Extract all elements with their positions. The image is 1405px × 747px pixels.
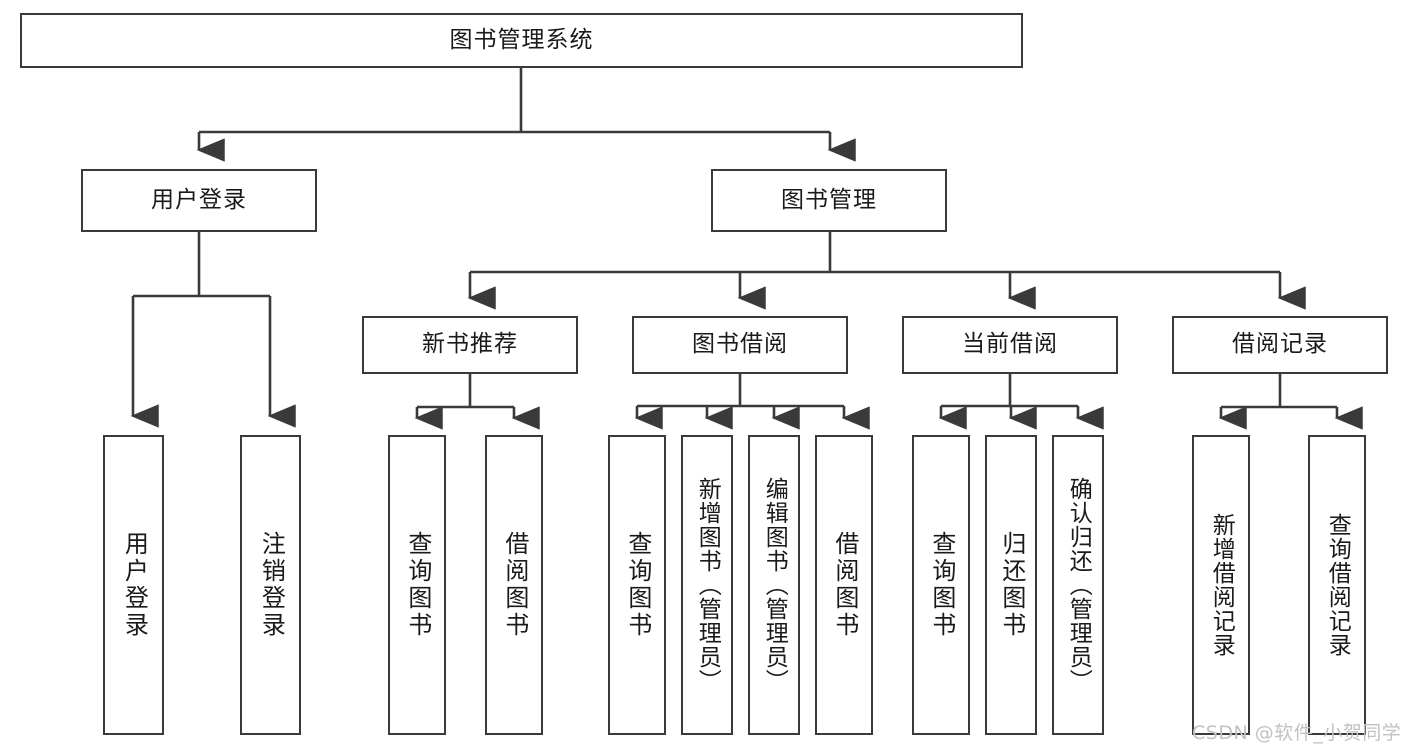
node-borrow-record-label: 借阅记录 xyxy=(1232,331,1328,358)
node-book-borrow-label: 图书借阅 xyxy=(692,331,788,358)
node-leaf-query-book-1-label: 查询图书 xyxy=(403,531,432,639)
node-new-book-recommend[interactable]: 新书推荐 xyxy=(362,316,578,374)
node-leaf-user-login[interactable]: 用户登录 xyxy=(103,435,164,735)
node-leaf-add-book[interactable]: 新增图书（管理员） xyxy=(681,435,733,735)
node-leaf-borrow-book-2[interactable]: 借阅图书 xyxy=(815,435,873,735)
node-leaf-return-book-label: 归还图书 xyxy=(997,531,1026,639)
node-leaf-user-login-label: 用户登录 xyxy=(120,531,149,639)
node-leaf-logout[interactable]: 注销登录 xyxy=(240,435,301,735)
node-leaf-edit-book-label: 编辑图书（管理员） xyxy=(761,477,788,693)
node-leaf-borrow-book-1-label: 借阅图书 xyxy=(500,531,529,639)
node-leaf-add-record-label: 新增借阅记录 xyxy=(1208,513,1235,657)
node-book-manage[interactable]: 图书管理 xyxy=(711,169,947,232)
node-leaf-add-record[interactable]: 新增借阅记录 xyxy=(1192,435,1250,735)
node-current-borrow[interactable]: 当前借阅 xyxy=(902,316,1118,374)
node-user-login-label: 用户登录 xyxy=(151,186,247,213)
node-leaf-borrow-book-1[interactable]: 借阅图书 xyxy=(485,435,543,735)
node-leaf-confirm-return[interactable]: 确认归还（管理员） xyxy=(1052,435,1104,735)
node-borrow-record[interactable]: 借阅记录 xyxy=(1172,316,1388,374)
node-leaf-query-book-1[interactable]: 查询图书 xyxy=(388,435,446,735)
node-new-book-recommend-label: 新书推荐 xyxy=(422,331,518,358)
node-root[interactable]: 图书管理系统 xyxy=(20,13,1023,68)
node-leaf-query-book-2-label: 查询图书 xyxy=(623,531,652,639)
node-leaf-query-book-3-label: 查询图书 xyxy=(927,531,956,639)
node-leaf-query-book-3[interactable]: 查询图书 xyxy=(912,435,970,735)
watermark-text: CSDN @软件_小贺同学 xyxy=(1192,722,1402,744)
node-book-borrow[interactable]: 图书借阅 xyxy=(632,316,848,374)
node-leaf-logout-label: 注销登录 xyxy=(257,531,286,639)
node-leaf-borrow-book-2-label: 借阅图书 xyxy=(830,531,859,639)
node-leaf-edit-book[interactable]: 编辑图书（管理员） xyxy=(748,435,800,735)
node-user-login[interactable]: 用户登录 xyxy=(81,169,317,232)
node-leaf-add-book-label: 新增图书（管理员） xyxy=(694,477,721,693)
node-leaf-query-record[interactable]: 查询借阅记录 xyxy=(1308,435,1366,735)
node-current-borrow-label: 当前借阅 xyxy=(962,331,1058,358)
node-leaf-return-book[interactable]: 归还图书 xyxy=(985,435,1037,735)
node-leaf-query-record-label: 查询借阅记录 xyxy=(1324,513,1351,657)
node-leaf-confirm-return-label: 确认归还（管理员） xyxy=(1065,477,1092,693)
node-leaf-query-book-2[interactable]: 查询图书 xyxy=(608,435,666,735)
node-root-label: 图书管理系统 xyxy=(449,26,594,53)
node-book-manage-label: 图书管理 xyxy=(781,186,877,213)
